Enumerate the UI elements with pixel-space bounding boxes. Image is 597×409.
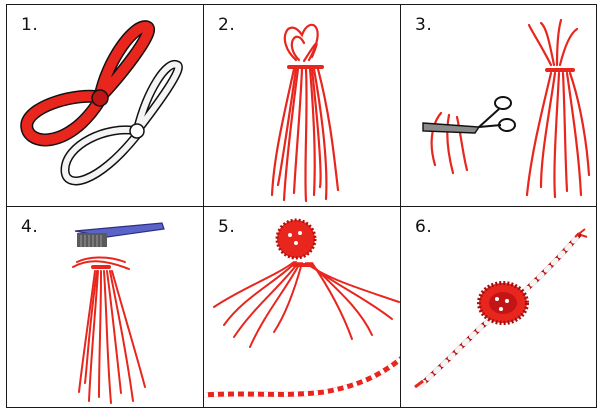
- step-panel-5: 5.: [203, 206, 402, 408]
- comb-icon: [75, 223, 164, 247]
- step-panel-2: 2.: [203, 4, 402, 208]
- twisted-braid: [204, 357, 402, 395]
- step-panel-4: 4.: [6, 206, 205, 408]
- step-panel-3: 3.: [400, 4, 597, 208]
- combed-tassel-illustration: [7, 207, 205, 408]
- red-pompom: [479, 283, 527, 323]
- step-panel-1: 1.: [6, 4, 205, 208]
- pompom-and-braid-illustration: [204, 207, 402, 408]
- tied-tassel-illustration: [204, 5, 402, 208]
- red-pompom: [277, 220, 315, 258]
- cut-threads: [432, 113, 467, 173]
- finished-bracelet-illustration: [401, 207, 597, 408]
- step-panel-6: 6.: [400, 206, 597, 408]
- red-thread-loop: [27, 27, 149, 140]
- instruction-grid: 1. 2.: [6, 4, 597, 408]
- scissors-icon: [423, 97, 515, 133]
- cut-tassel-illustration: [401, 5, 597, 208]
- thread-bundles-illustration: [7, 5, 205, 208]
